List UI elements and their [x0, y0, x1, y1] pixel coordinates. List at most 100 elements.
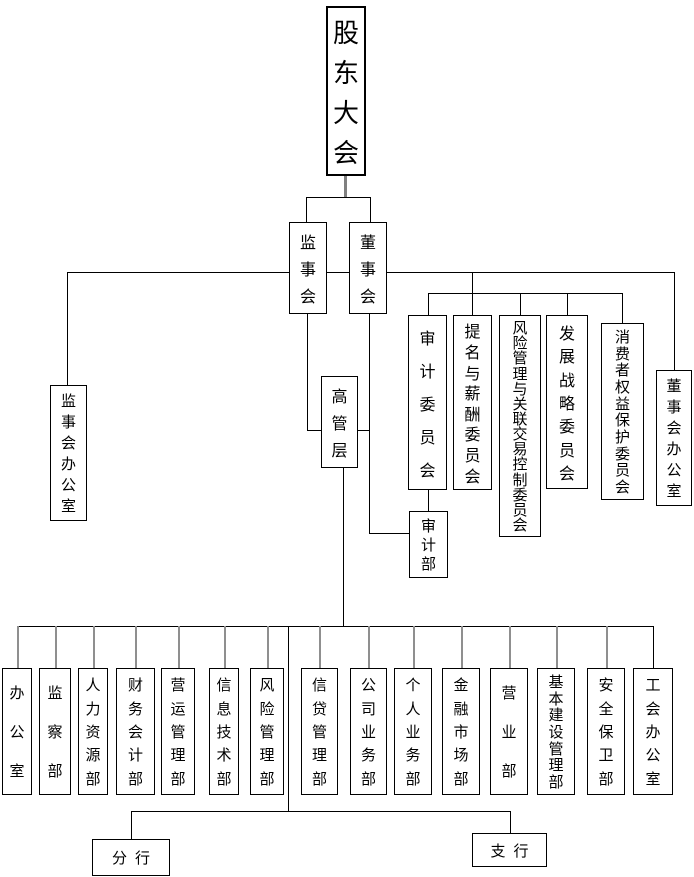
node-labor-union-office: 工会办公室 [633, 668, 673, 795]
node-label-char: 会 [359, 287, 376, 307]
node-label-char: 察 [47, 723, 63, 741]
connector-line [288, 626, 289, 811]
node-label-char: 营 [170, 676, 186, 695]
node-label-char: 委 [419, 394, 436, 414]
node-label-char: 险 [512, 334, 528, 353]
node-label-char: 公 [666, 461, 682, 479]
node-label-char: 事 [666, 398, 682, 416]
connector-line [307, 314, 308, 430]
node-label-char: 卫 [598, 746, 614, 765]
node-label-char: 保 [598, 722, 614, 741]
node-label-char: 部 [598, 769, 614, 788]
node-label-char: 理 [548, 756, 564, 775]
node-label-char: 部 [259, 769, 275, 788]
node-label-char: 管 [259, 722, 275, 741]
connector-line [67, 272, 68, 385]
node-label-char: 权 [614, 377, 630, 396]
node-board-of-directors: 董事会 [349, 222, 387, 314]
node-label-char: 部 [548, 773, 564, 792]
node-label-char: 委 [558, 417, 575, 437]
node-label-char: 会 [299, 287, 316, 307]
node-label-char: 贷 [311, 699, 327, 718]
node-label-char: 制 [512, 470, 528, 489]
node-operations-management-department: 营运管理部 [161, 668, 195, 795]
connector-line [510, 811, 511, 833]
node-label-char: 风 [512, 319, 528, 338]
connector-line [307, 430, 321, 431]
node-risk-management-related-transaction-control-committee: 风险管理与关联交易控制委员会 [499, 315, 541, 537]
node-consumer-rights-protection-committee: 消费者权益保护委员会 [601, 323, 644, 500]
connector-line [17, 626, 19, 668]
node-label-char: 室 [666, 482, 682, 500]
node-label-char: 会 [666, 419, 682, 437]
node-label-char: 委 [614, 444, 630, 463]
connector-line [520, 293, 521, 315]
node-label-char: 源 [85, 746, 101, 765]
node-label-char: 计 [420, 536, 436, 554]
node-label-char: 易 [512, 440, 528, 459]
node-label-char: 事 [299, 259, 316, 279]
node-branch: 分行 [92, 839, 170, 876]
node-credit-management-department: 信贷管理部 [301, 668, 338, 795]
node-label-char: 理 [311, 746, 327, 765]
node-label-char: 东 [332, 58, 359, 89]
node-label-char: 办 [60, 455, 76, 473]
connector-line [428, 293, 622, 294]
node-label-char: 部 [127, 769, 143, 788]
node-label: 支行 [490, 841, 537, 860]
node-label-char: 员 [464, 446, 481, 466]
node-label-char: 金 [453, 676, 469, 695]
node-label-char: 董 [666, 377, 682, 395]
node-security-department: 安全保卫部 [587, 668, 625, 795]
node-label-char: 员 [419, 427, 436, 447]
node-label-char: 室 [645, 769, 661, 788]
node-label-char: 办 [645, 722, 661, 741]
node-corporate-banking-department: 公司业务部 [350, 668, 387, 795]
node-label-char: 会 [60, 434, 76, 452]
node-label-char: 部 [311, 769, 327, 788]
connector-line [319, 626, 321, 668]
node-label-char: 部 [360, 769, 376, 788]
node-label-char: 关 [512, 394, 528, 413]
node-label-char: 安 [598, 676, 614, 695]
node-label-char: 个 [405, 676, 421, 695]
connector-line [369, 533, 409, 534]
node-label-char: 基 [548, 672, 564, 691]
connector-line [413, 626, 415, 668]
node-label-char: 部 [405, 769, 421, 788]
node-label-char: 融 [453, 699, 469, 718]
node-financial-markets-department: 金融市场部 [442, 668, 480, 795]
node-label-char: 理 [170, 746, 186, 765]
node-label-char: 员 [614, 461, 630, 480]
node-supervisors-office: 监事会办公室 [50, 385, 87, 521]
node-label-char: 部 [453, 769, 469, 788]
connector-line [224, 626, 226, 668]
node-label-char: 审 [420, 517, 436, 535]
connector-line [343, 468, 344, 626]
connector-line [556, 626, 558, 668]
node-label-char: 部 [501, 762, 517, 780]
node-label-char: 事 [60, 413, 76, 431]
connector-line [17, 626, 653, 627]
node-label-char: 公 [645, 746, 661, 765]
node-label-char: 险 [259, 699, 275, 718]
node-label-char: 保 [614, 411, 630, 430]
connector-line [55, 626, 57, 668]
node-label-char: 人 [405, 699, 421, 718]
connector-line [368, 626, 370, 668]
node-label-char: 力 [85, 699, 101, 718]
node-label-char: 员 [558, 440, 575, 460]
node-label-char: 消 [614, 327, 630, 346]
connector-line [653, 626, 654, 668]
node-label-char: 管 [331, 413, 348, 433]
node-label: 分行 [111, 849, 158, 867]
node-label-char: 管 [170, 722, 186, 741]
node-general-office: 办公室 [2, 668, 32, 795]
node-risk-management-department: 风险管理部 [250, 668, 284, 795]
node-label-char: 营 [501, 684, 517, 702]
node-label-char: 管 [512, 349, 528, 368]
node-label-char: 董 [359, 232, 376, 252]
node-label-char: 部 [420, 555, 436, 573]
connector-line [674, 272, 675, 370]
node-label-char: 息 [216, 699, 232, 718]
